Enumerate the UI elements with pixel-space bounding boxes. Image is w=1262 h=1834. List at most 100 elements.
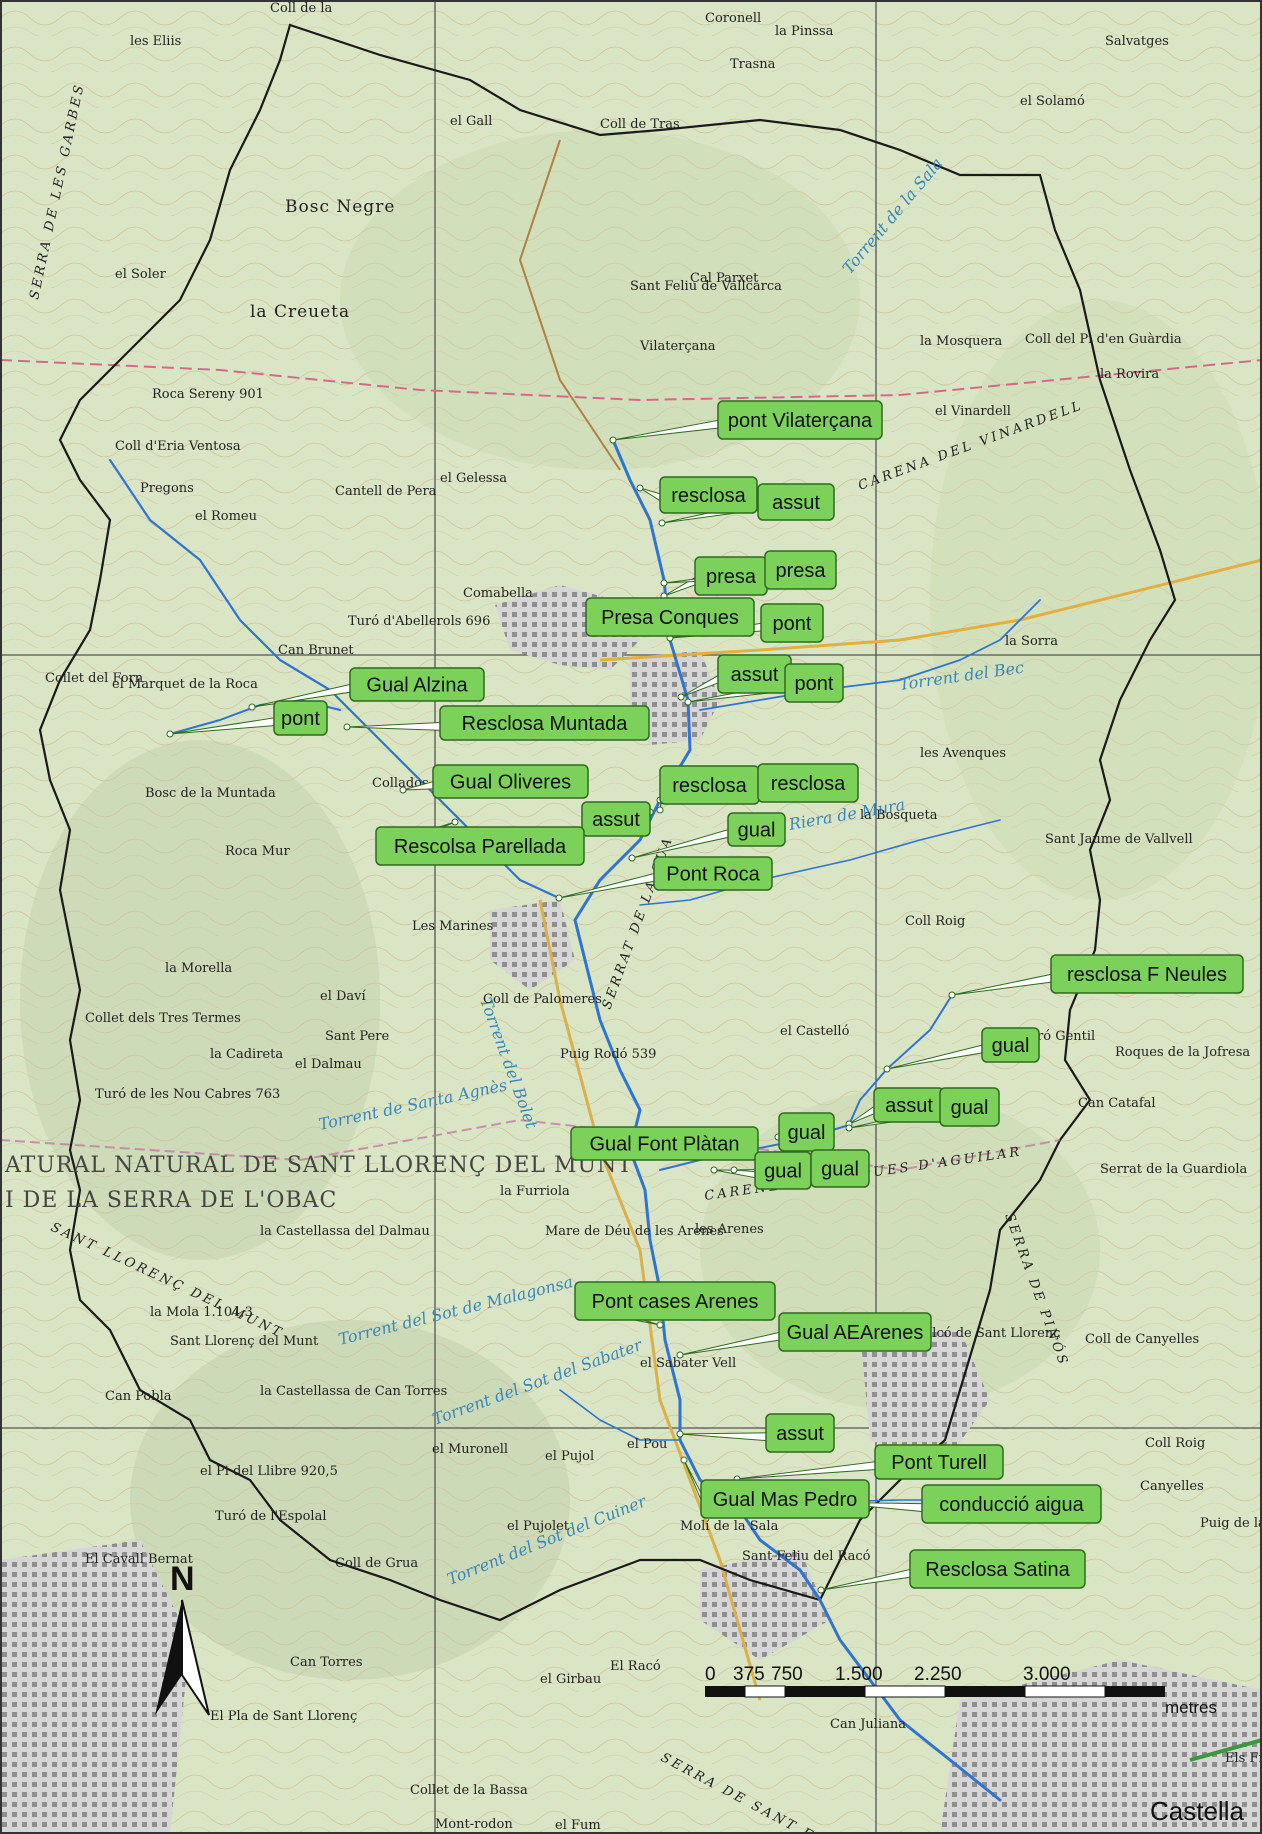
feature-point-gual-6[interactable]	[730, 1166, 738, 1174]
callout-gual-1[interactable]: gual	[727, 812, 786, 847]
callout-box-rescolsa-parellada[interactable]	[375, 826, 585, 866]
feature-point-assut-5[interactable]	[676, 1430, 684, 1438]
feature-point-gual-1[interactable]	[628, 854, 636, 862]
callout-gual-aearenes[interactable]: Gual AEArenes	[778, 1312, 932, 1352]
callout-conduccio-aigua[interactable]: conducció aigua	[921, 1484, 1102, 1524]
callout-box-pont-1[interactable]	[760, 603, 824, 643]
callout-box-presa-2[interactable]	[764, 550, 837, 590]
park-name-labels: ATURAL NATURAL DE SANT LLORENÇ DEL MUNTI…	[4, 1153, 632, 1213]
callout-assut-2[interactable]: assut	[717, 654, 792, 694]
callout-gual-4[interactable]: gual	[778, 1112, 835, 1152]
callout-pont-roca[interactable]: Pont Roca	[653, 856, 773, 891]
callout-box-gual-alzina[interactable]	[349, 667, 485, 702]
place-label-roca-mur: Roca Mur	[225, 844, 290, 859]
scale-unit: metres	[1165, 1698, 1217, 1717]
callout-pont-turell[interactable]: Pont Turell	[874, 1444, 1004, 1480]
feature-point-resclosa-f-neules[interactable]	[948, 991, 956, 999]
callout-box-gual-mas-pedro[interactable]	[700, 1479, 870, 1519]
callout-gual-font-platan[interactable]: Gual Font Plàtan	[570, 1126, 759, 1161]
callout-box-resclosa-3[interactable]	[757, 763, 859, 803]
callout-box-presa-conques[interactable]	[585, 597, 755, 637]
callout-box-gual-oliveres[interactable]	[432, 764, 589, 799]
callout-resclosa-3[interactable]: resclosa	[757, 763, 859, 803]
feature-point-resclosa-2[interactable]	[656, 806, 664, 814]
feature-point-presa-2[interactable]	[660, 579, 668, 587]
place-label-el-gelessa: el Gelessa	[440, 471, 507, 486]
callout-box-gual-3[interactable]	[939, 1087, 1000, 1127]
callout-presa-1[interactable]: presa	[694, 556, 768, 596]
feature-point-gual-aearenes[interactable]	[676, 1351, 684, 1359]
place-label-can-torres: Can Torres	[290, 1655, 362, 1670]
callout-resclosa-muntada[interactable]: Resclosa Muntada	[439, 705, 650, 741]
callout-box-pont-2[interactable]	[784, 663, 844, 703]
callout-box-assut-3[interactable]	[581, 801, 651, 837]
callout-box-gual-6[interactable]	[810, 1149, 870, 1188]
feature-point-gual-oliveres[interactable]	[399, 786, 407, 794]
feature-point-gual-mas-pedro[interactable]	[680, 1456, 688, 1464]
callout-box-gual-aearenes[interactable]	[778, 1312, 932, 1352]
callout-gual-mas-pedro[interactable]: Gual Mas Pedro	[700, 1479, 870, 1519]
feature-point-pont-vilatercana[interactable]	[609, 436, 617, 444]
callout-box-gual-1[interactable]	[727, 812, 786, 847]
callout-box-resclosa-f-neules[interactable]	[1050, 954, 1244, 994]
callout-box-assut-5[interactable]	[765, 1413, 835, 1453]
callout-pont-2[interactable]: pont	[784, 663, 844, 703]
callout-gual-2[interactable]: gual	[981, 1027, 1040, 1063]
callout-box-assut-1[interactable]	[757, 483, 835, 521]
callout-resclosa-f-neules[interactable]: resclosa F Neules	[1050, 954, 1244, 994]
callout-gual-alzina[interactable]: Gual Alzina	[349, 667, 485, 702]
callout-box-pont-vilatercana[interactable]	[717, 400, 883, 440]
north-arrow-icon	[155, 1600, 182, 1715]
feature-point-pont-3[interactable]	[166, 730, 174, 738]
callout-resclosa-2[interactable]: resclosa	[659, 765, 760, 805]
callout-gual-oliveres[interactable]: Gual Oliveres	[432, 764, 589, 799]
callout-gual-6[interactable]: gual	[810, 1149, 870, 1188]
callout-box-pont-cases-arenes[interactable]	[574, 1281, 776, 1321]
callout-gual-5[interactable]: gual	[754, 1151, 812, 1190]
place-label-pregons: Pregons	[140, 481, 194, 496]
callout-box-gual-4[interactable]	[778, 1112, 835, 1152]
callout-box-pont-3[interactable]	[273, 700, 328, 736]
feature-point-gual-alzina[interactable]	[248, 703, 256, 711]
callout-assut-3[interactable]: assut	[581, 801, 651, 837]
place-label-coll-de-tras: Coll de Tras	[600, 117, 680, 132]
callout-rescolsa-parellada[interactable]: Rescolsa Parellada	[375, 826, 585, 866]
callout-pont-cases-arenes[interactable]: Pont cases Arenes	[574, 1281, 776, 1321]
callout-gual-3[interactable]: gual	[939, 1087, 1000, 1127]
callout-assut-1[interactable]: assut	[757, 483, 835, 521]
callout-box-gual-font-platan[interactable]	[570, 1126, 759, 1161]
callout-resclosa-1[interactable]: resclosa	[659, 476, 758, 514]
feature-point-assut-2[interactable]	[677, 693, 685, 701]
callout-assut-5[interactable]: assut	[765, 1413, 835, 1453]
feature-point-pont-2[interactable]	[684, 698, 692, 706]
callout-box-gual-2[interactable]	[981, 1027, 1040, 1063]
callout-presa-2[interactable]: presa	[764, 550, 837, 590]
callout-presa-conques[interactable]: Presa Conques	[585, 597, 755, 637]
callout-assut-4[interactable]: assut	[873, 1087, 945, 1123]
feature-point-gual-5[interactable]	[710, 1166, 718, 1174]
callout-box-conduccio-aigua[interactable]	[921, 1484, 1102, 1524]
callout-box-pont-turell[interactable]	[874, 1444, 1004, 1480]
feature-point-resclosa-muntada[interactable]	[343, 723, 351, 731]
feature-point-rescolsa-parellada[interactable]	[451, 818, 459, 826]
feature-point-pont-roca[interactable]	[555, 894, 563, 902]
feature-point-pont-cases-arenes[interactable]	[656, 1321, 664, 1329]
callout-pont-1[interactable]: pont	[760, 603, 824, 643]
feature-point-resclosa-satina[interactable]	[817, 1586, 825, 1594]
callout-box-resclosa-muntada[interactable]	[439, 705, 650, 741]
callout-box-pont-roca[interactable]	[653, 856, 773, 891]
callout-pont-3[interactable]: pont	[273, 700, 328, 736]
callout-box-resclosa-satina[interactable]	[909, 1549, 1086, 1589]
place-label-la-mosquera: la Mosquera	[920, 334, 1002, 349]
feature-point-gual-3[interactable]	[845, 1124, 853, 1132]
feature-point-assut-1[interactable]	[658, 519, 666, 527]
feature-point-gual-2[interactable]	[883, 1065, 891, 1073]
callout-box-resclosa-1[interactable]	[659, 476, 758, 514]
feature-point-resclosa-1[interactable]	[636, 484, 644, 492]
callout-pont-vilatercana[interactable]: pont Vilaterçana	[717, 400, 883, 440]
callout-resclosa-satina[interactable]: Resclosa Satina	[909, 1549, 1086, 1589]
